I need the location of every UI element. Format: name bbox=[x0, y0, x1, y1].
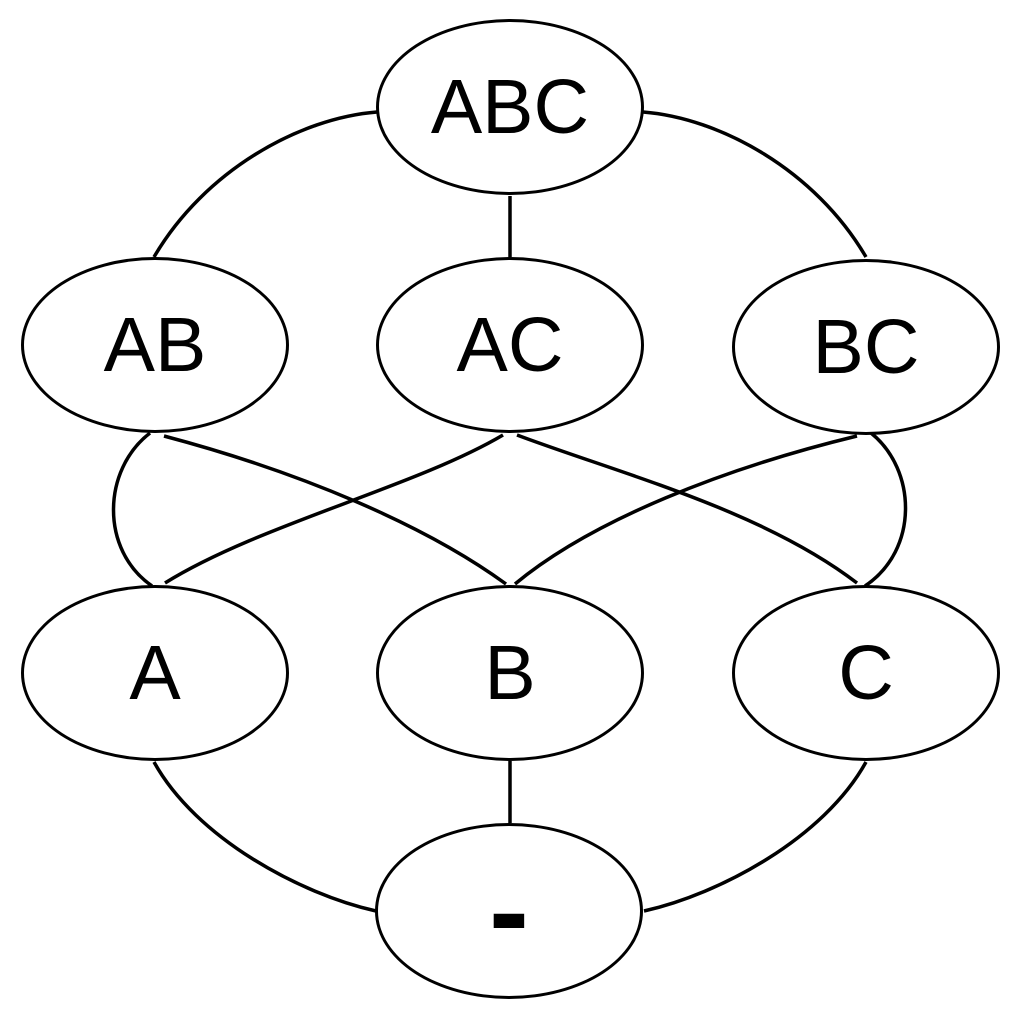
edge-ac-a bbox=[164, 433, 504, 585]
edge-abc-ab bbox=[152, 110, 378, 258]
edge-c-empty bbox=[643, 761, 868, 913]
edge-ac-c bbox=[516, 433, 859, 585]
node-ac-label: AC bbox=[456, 301, 564, 388]
node-bc-label: BC bbox=[812, 303, 920, 390]
edge-ab-b bbox=[163, 434, 508, 586]
node-ab-label: AB bbox=[103, 301, 207, 388]
node-a-label: A bbox=[129, 629, 181, 716]
node-bc: BC bbox=[732, 259, 1000, 435]
node-c: C bbox=[732, 585, 1000, 761]
edge-ab-a bbox=[111, 431, 153, 588]
node-abc: ABC bbox=[376, 19, 644, 195]
node-b-label: B bbox=[484, 629, 536, 716]
node-ac: AC bbox=[376, 257, 644, 433]
edge-abc-bc bbox=[642, 110, 868, 258]
edge-bc-c bbox=[864, 431, 908, 588]
node-c-label: C bbox=[838, 629, 894, 716]
node-a: A bbox=[21, 585, 289, 761]
node-b: B bbox=[376, 585, 644, 761]
edge-a-empty bbox=[152, 761, 377, 913]
node-empty-label: - bbox=[489, 844, 529, 978]
edge-bc-b bbox=[513, 434, 858, 586]
node-abc-label: ABC bbox=[430, 63, 590, 150]
node-empty: - bbox=[375, 823, 643, 999]
node-ab: AB bbox=[21, 257, 289, 433]
